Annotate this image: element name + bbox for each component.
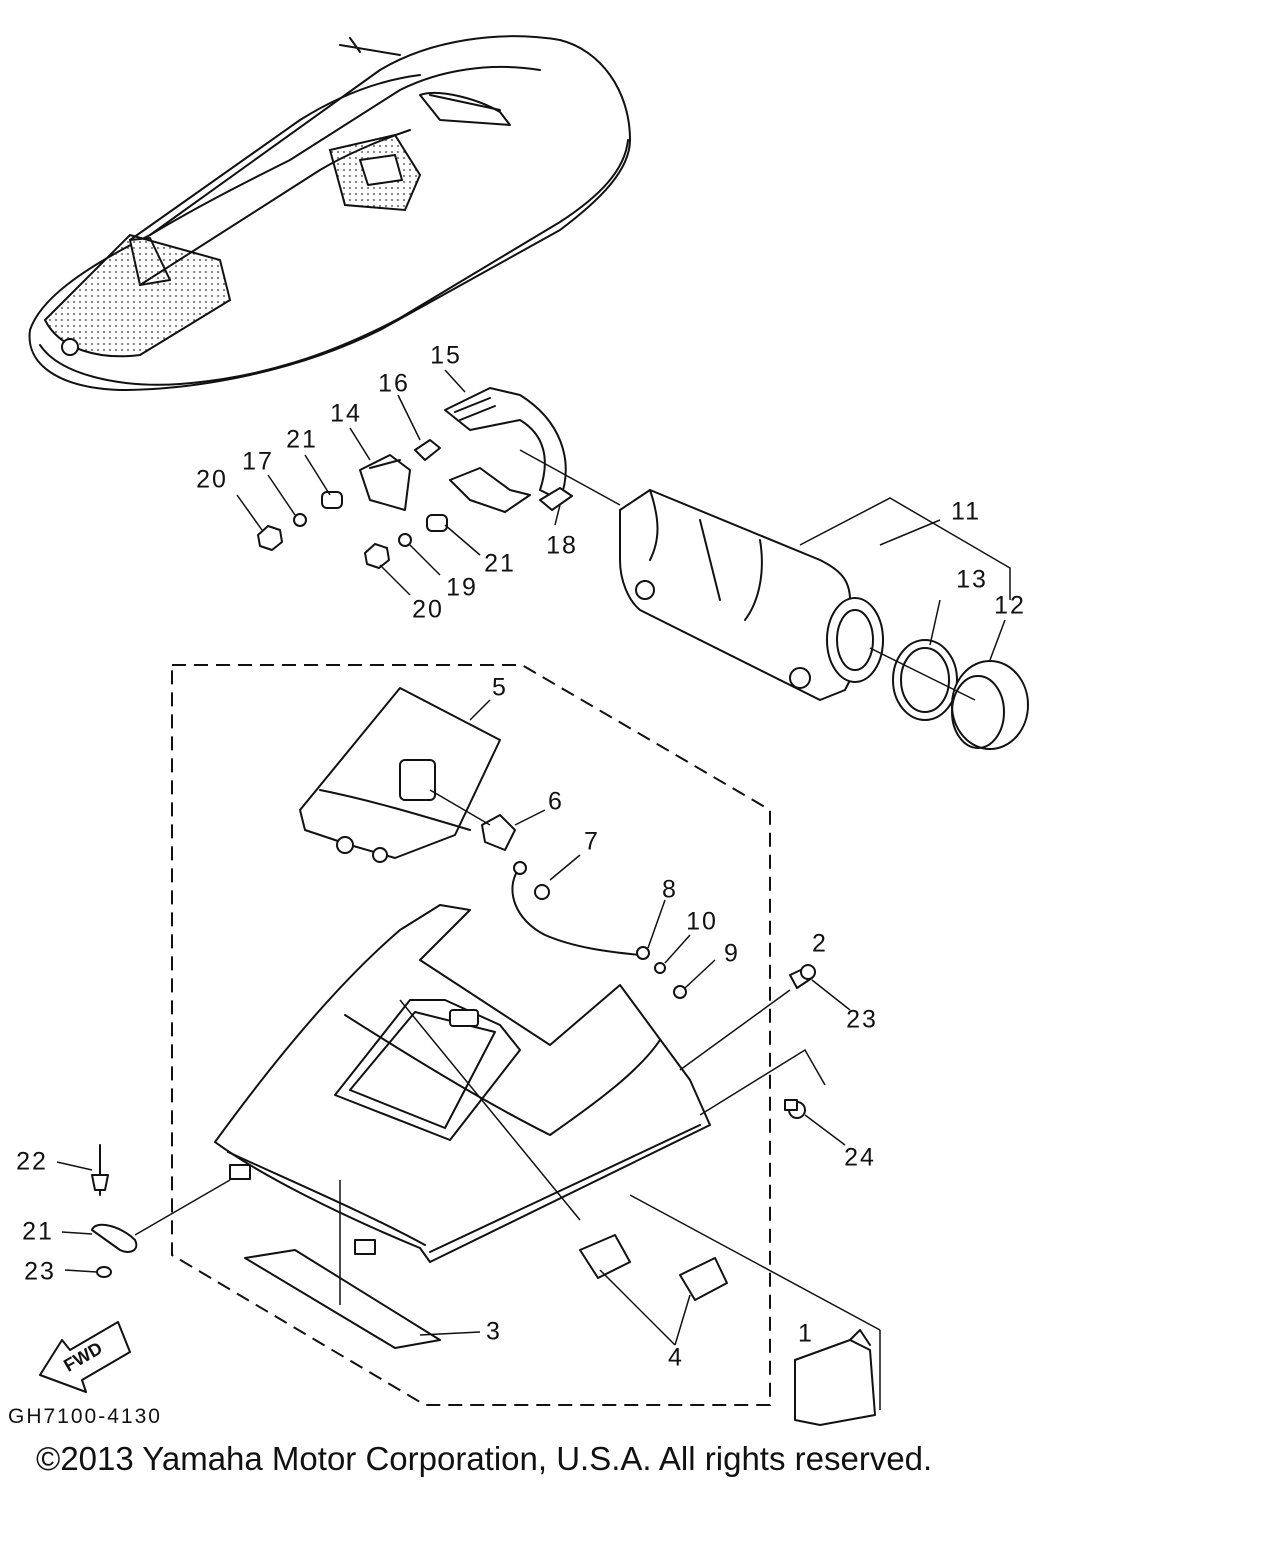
guide — [794, 1329, 876, 1426]
callout-4: 4 — [668, 1343, 684, 1372]
callout-2: 2 — [812, 929, 828, 958]
callout-20-upper: 20 — [196, 465, 228, 494]
rivet — [91, 1144, 109, 1196]
callout-16: 16 — [378, 369, 410, 398]
callout-10: 10 — [686, 907, 718, 936]
assembly-boundary — [171, 664, 771, 1406]
callout-17: 17 — [242, 447, 274, 476]
callout-7: 7 — [584, 827, 600, 856]
callout-18: 18 — [546, 531, 578, 560]
watercraft-illustration — [28, 35, 631, 391]
callout-21-lower: 21 — [484, 549, 516, 578]
callout-13: 13 — [956, 565, 988, 594]
callout-8: 8 — [662, 875, 678, 904]
callout-19: 19 — [446, 573, 478, 602]
pad-left — [579, 1234, 631, 1279]
copyright-notice: ©2013 Yamaha Motor Corporation, U.S.A. A… — [36, 1440, 933, 1477]
pad-right — [679, 1257, 728, 1301]
storage-box — [619, 489, 884, 701]
callout-22: 21 — [22, 1217, 54, 1246]
bracket — [359, 454, 411, 511]
callout-21-upper: 21 — [286, 425, 318, 454]
fasteners — [257, 439, 573, 569]
callout-24: 23 — [24, 1257, 56, 1286]
callout-9: 9 — [724, 939, 740, 968]
callout-11: 11 — [951, 497, 981, 526]
callout-6: 6 — [548, 787, 564, 816]
callout-14: 14 — [330, 399, 362, 428]
mat — [244, 1249, 441, 1349]
fwd-arrow — [39, 1321, 131, 1393]
cap — [951, 660, 1029, 750]
callout-23: 22 — [16, 1147, 48, 1176]
washer — [96, 1266, 112, 1278]
callout-1: 1 — [798, 1319, 814, 1348]
screw-25 — [789, 964, 816, 989]
strap — [444, 387, 621, 513]
callout-5: 5 — [492, 673, 508, 702]
latch — [481, 814, 516, 851]
callout-12: 12 — [994, 591, 1026, 620]
diagram-code: GH7100-4130 — [8, 1405, 162, 1428]
callout-20-lower: 20 — [412, 595, 444, 624]
callout-25: 23 — [846, 1005, 878, 1034]
plate — [91, 1223, 138, 1253]
seal-ring — [892, 639, 958, 721]
cover-shell — [214, 904, 711, 1263]
screw-26 — [784, 1099, 806, 1119]
callout-15: 15 — [430, 341, 462, 370]
callout-26: 24 — [844, 1143, 876, 1172]
callout-3: 3 — [486, 1317, 502, 1346]
lid — [299, 687, 501, 863]
cable — [511, 869, 641, 956]
